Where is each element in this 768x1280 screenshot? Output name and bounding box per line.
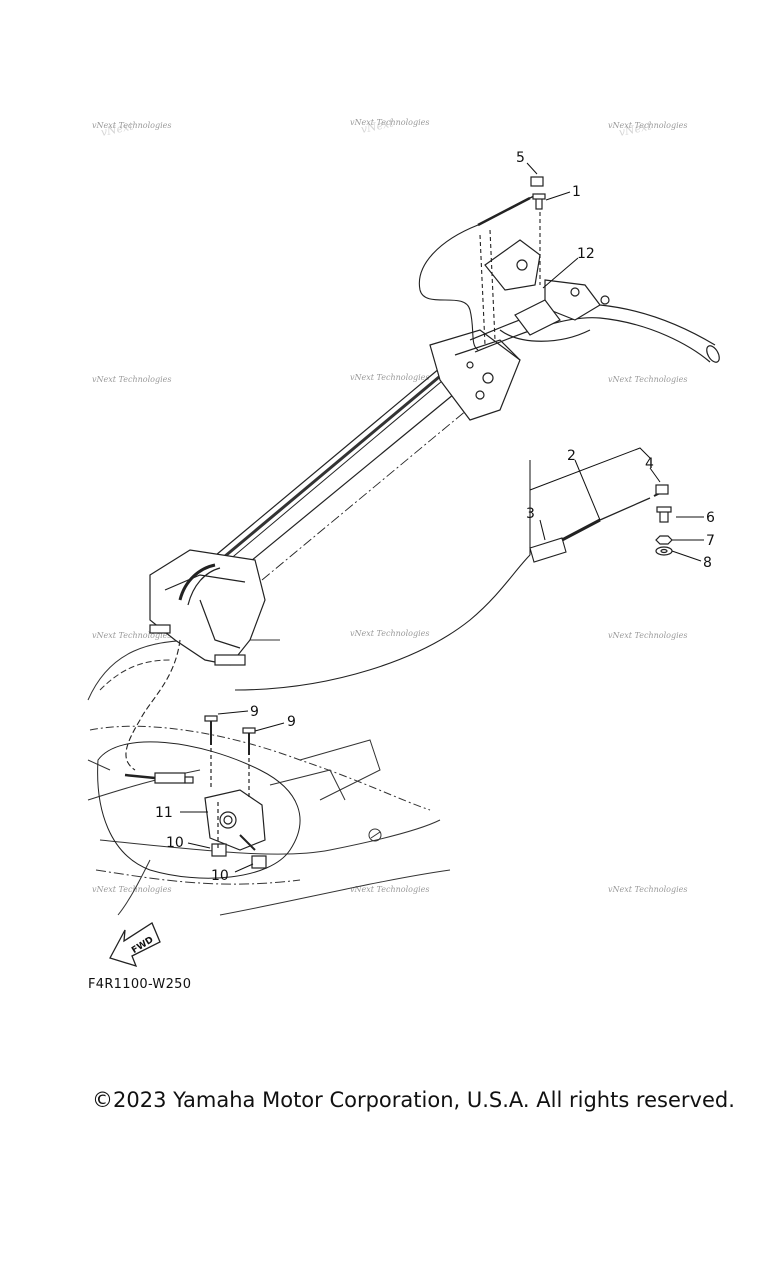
callout-1: 1 <box>572 184 581 200</box>
watermark: vNext Technologies <box>608 631 687 640</box>
steering-column <box>209 329 521 581</box>
watermark: vNext Technologies <box>92 121 171 130</box>
callout-4: 4 <box>645 456 654 472</box>
callout-2: 2 <box>567 448 576 464</box>
small-parts <box>530 176 673 556</box>
copyright-notice: ©2023 Yamaha Motor Corporation, U.S.A. A… <box>92 1088 735 1112</box>
callout-10: 10 <box>166 835 184 851</box>
callout-9b: 9 <box>287 714 296 730</box>
callout-3: 3 <box>526 506 535 522</box>
watermark: vNext Technologies <box>92 375 171 384</box>
callout-9: 9 <box>250 704 259 720</box>
callouts: 5 1 12 2 4 3 6 7 8 9 9 11 10 10 <box>155 150 715 884</box>
watermark: vNext Technologies <box>92 885 171 894</box>
watermark: vNext Technologies <box>92 631 171 640</box>
callout-12: 12 <box>577 246 595 262</box>
watermark: vNext Technologies <box>350 885 429 894</box>
column-base <box>149 549 266 666</box>
parts-diagram: vNext vNext Technologies vNext vNext Tec… <box>87 116 720 968</box>
watermark: vNext Technologies <box>350 373 429 382</box>
callout-10b: 10 <box>211 868 229 884</box>
callout-7: 7 <box>706 533 715 549</box>
diagram-code: F4R1100-W250 <box>88 977 192 992</box>
watermark: vNext Technologies <box>350 629 429 638</box>
fwd-arrow-icon: FWD <box>109 922 161 968</box>
leader-lines <box>180 162 704 873</box>
watermark: vNext Technologies <box>608 121 687 130</box>
watermark: vNext Technologies <box>608 375 687 384</box>
watermark: vNext Technologies <box>350 118 429 127</box>
watermark: vNext Technologies <box>608 885 687 894</box>
throttle-assembly <box>97 715 301 879</box>
callout-8: 8 <box>703 555 712 571</box>
handlebar <box>469 239 720 363</box>
callout-5: 5 <box>516 150 525 166</box>
callout-6: 6 <box>706 510 715 526</box>
callout-11: 11 <box>155 805 173 821</box>
